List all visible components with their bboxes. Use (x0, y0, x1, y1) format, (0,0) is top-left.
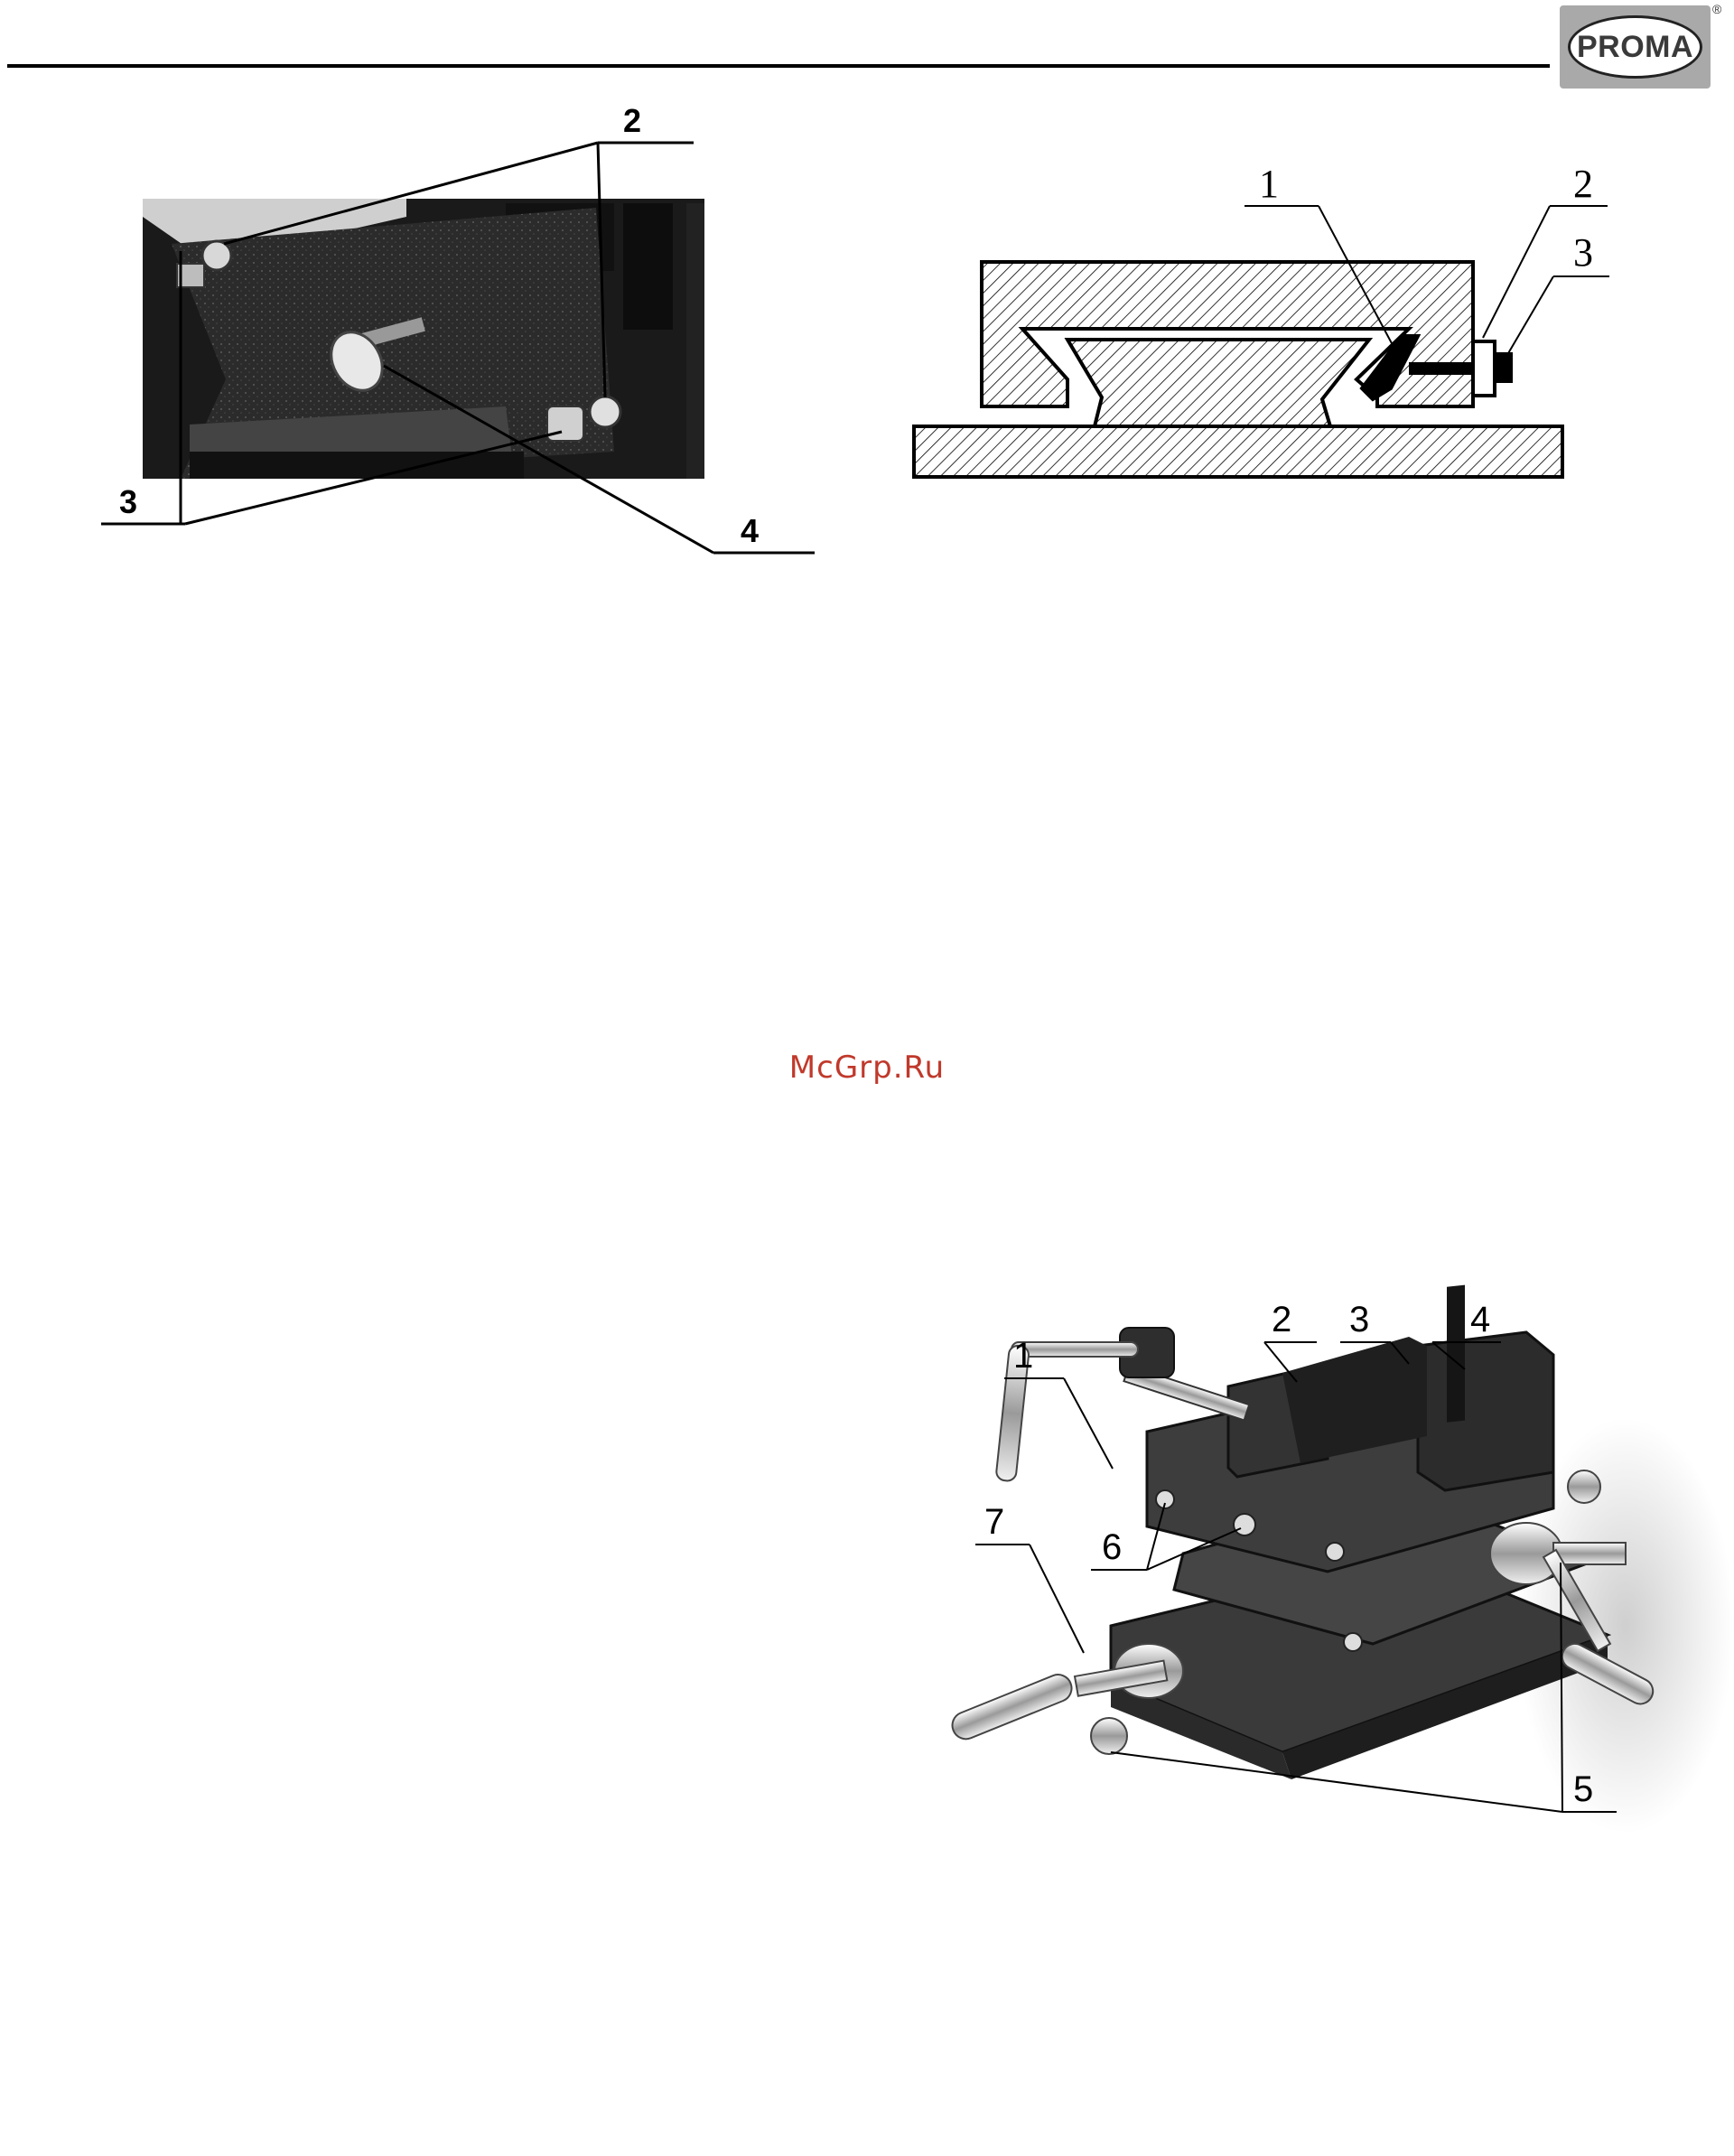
photo-label-4: 4 (741, 512, 759, 549)
fixed-jaw (1418, 1332, 1553, 1490)
lead-screw (1120, 1328, 1249, 1420)
vise-label-4: 4 (1470, 1300, 1490, 1339)
vise-label-2: 2 (1272, 1300, 1291, 1339)
vise-label-3: 3 (1349, 1300, 1369, 1339)
cross-section-drawing (914, 262, 1562, 477)
photo-label-3: 3 (119, 483, 137, 520)
gib-screw-right (1234, 1514, 1255, 1535)
adjusting-screw-nut (1495, 354, 1511, 381)
figure-photo-detail: 2 3 4 (0, 0, 867, 596)
watermark: McGrp.Ru (0, 1050, 1734, 1086)
figure-cross-vise: 1 2 3 4 5 6 7 (903, 1283, 1734, 1843)
vise-label-7: 7 (984, 1502, 1004, 1542)
adjusting-screw-head (1473, 341, 1495, 396)
photo-vise-casting (143, 199, 704, 479)
vise-label-1: 1 (1013, 1336, 1033, 1376)
section-label-3: 3 (1573, 230, 1593, 275)
photo-label-2: 2 (623, 102, 641, 139)
section-label-2: 2 (1573, 162, 1593, 206)
vise-label-6: 6 (1102, 1527, 1122, 1567)
section-label-1: 1 (1259, 162, 1279, 206)
vise-illustration (948, 1285, 1734, 1834)
figure-cross-section: 1 2 3 (867, 0, 1734, 596)
vise-label-5: 5 (1573, 1769, 1593, 1809)
